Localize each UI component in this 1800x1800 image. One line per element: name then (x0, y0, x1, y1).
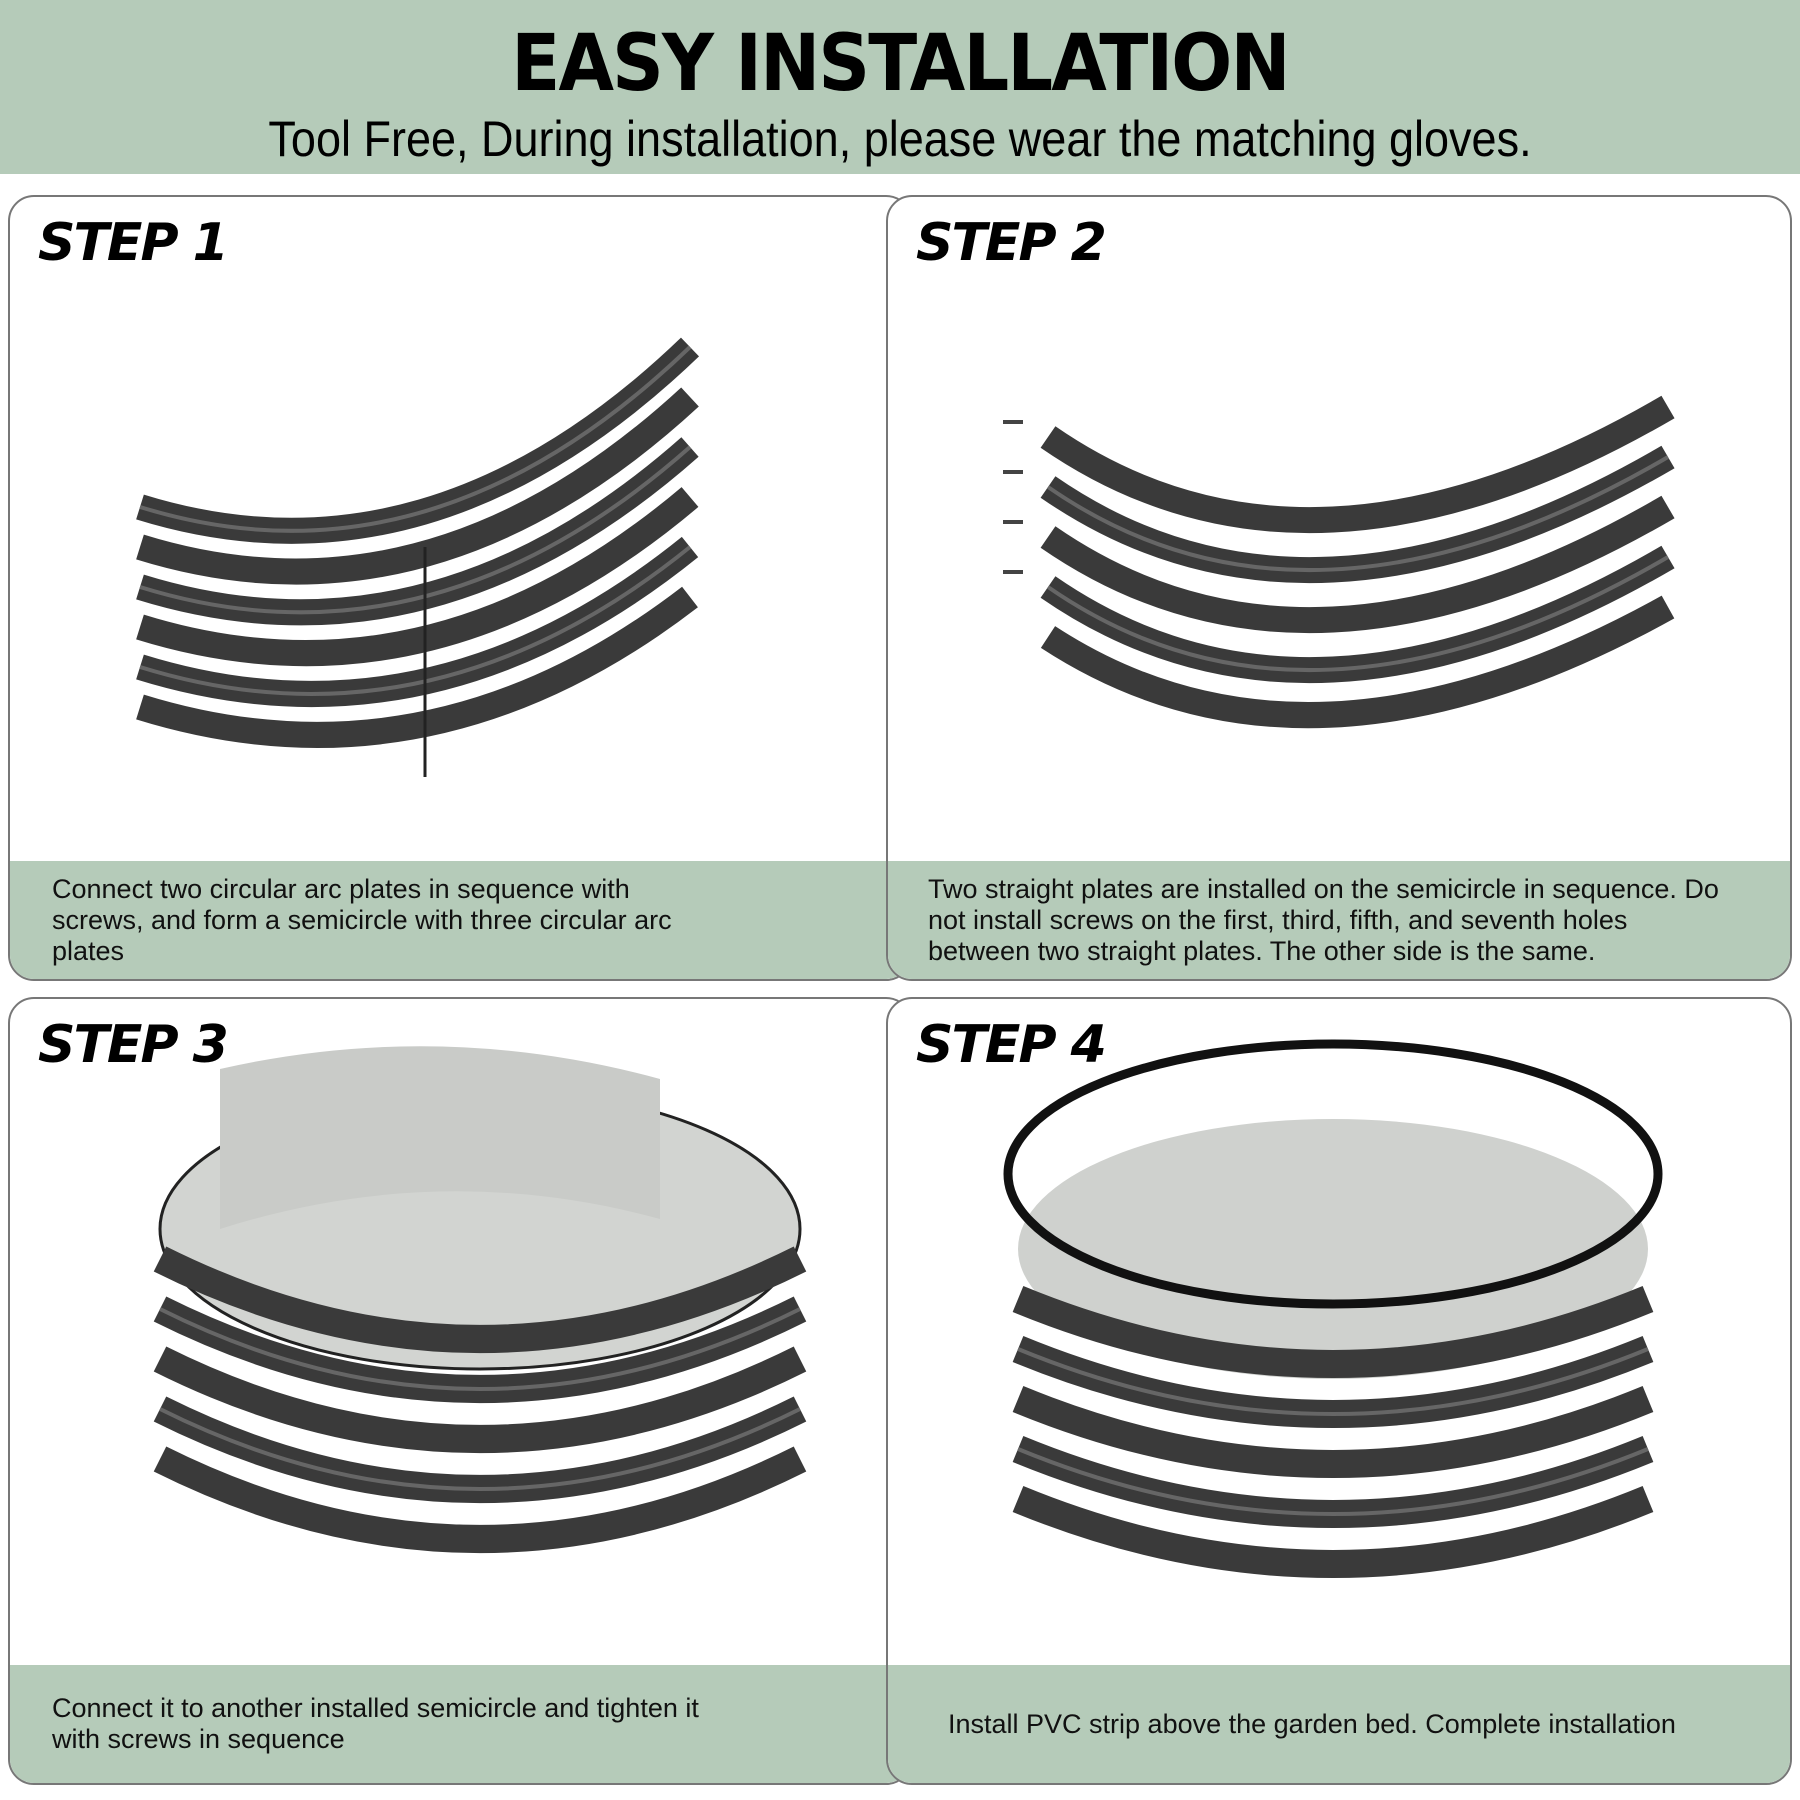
page-subtitle: Tool Free, During installation, please w… (268, 111, 1532, 167)
step-4-caption: Install PVC strip above the garden bed. … (888, 1665, 1790, 1783)
step-4-panel: STEP 4 Install PVC strip above the garde… (886, 997, 1792, 1785)
step-1-panel: STEP 1 Connect two circular arc plates i… (8, 195, 912, 981)
header-banner: EASY INSTALLATION Tool Free, During inst… (0, 0, 1800, 174)
step-2-label: STEP 2 (916, 213, 1107, 273)
step-3-illustration (153, 1046, 807, 1553)
step-3-label: STEP 3 (38, 1015, 229, 1075)
step-2-panel: STEP 2 Two straight plates are installed… (886, 195, 1792, 981)
pvc-strip (1003, 1039, 1663, 1309)
page-title: EASY INSTALLATION (511, 19, 1290, 109)
step-4-label: STEP 4 (916, 1015, 1107, 1075)
step-1-caption: Connect two circular arc plates in seque… (10, 861, 910, 979)
step-3-panel: STEP 3 Connect it to another installed s… (8, 997, 912, 1785)
step-4-illustration (1003, 1039, 1663, 1578)
step-3-caption: Connect it to another installed semicirc… (10, 1665, 910, 1783)
step-2-caption: Two straight plates are installed on the… (888, 861, 1790, 979)
step-2-illustration (1003, 395, 1675, 729)
step-1-illustration (136, 337, 700, 777)
step-1-label: STEP 1 (38, 213, 229, 273)
